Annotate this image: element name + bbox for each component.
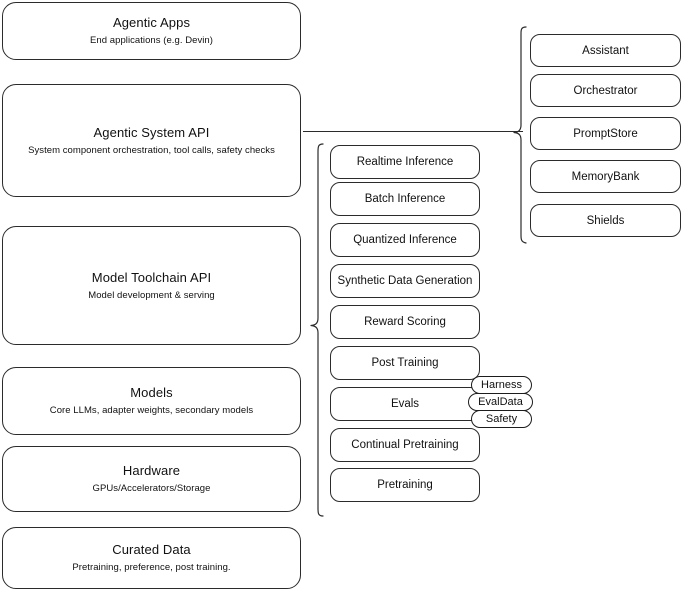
eval-badge-harness[interactable]: Harness bbox=[471, 376, 532, 394]
capability-box-post-training[interactable]: Post Training bbox=[330, 346, 480, 380]
capability-box-continual-pretraining[interactable]: Continual Pretraining bbox=[330, 428, 480, 462]
capability-label: Continual Pretraining bbox=[351, 439, 459, 451]
layer-box-hardware[interactable]: Hardware GPUs/Accelerators/Storage bbox=[2, 446, 301, 512]
layer-title: Model Toolchain API bbox=[91, 269, 212, 285]
component-label: PromptStore bbox=[573, 127, 638, 140]
layer-title: Curated Data bbox=[112, 542, 191, 557]
component-box-shields[interactable]: Shields bbox=[530, 204, 681, 237]
capability-box-synthetic-data-generation[interactable]: Synthetic Data Generation bbox=[330, 264, 480, 298]
capability-label: Pretraining bbox=[377, 479, 433, 491]
capability-label: Post Training bbox=[371, 357, 439, 369]
brace-agentic-system-components bbox=[513, 26, 527, 244]
capability-label: Synthetic Data Generation bbox=[337, 275, 473, 287]
component-label: MemoryBank bbox=[571, 170, 640, 183]
component-box-orchestrator[interactable]: Orchestrator bbox=[530, 74, 681, 107]
capability-label: Reward Scoring bbox=[364, 316, 446, 328]
brace-model-toolchain-capabilities bbox=[310, 143, 324, 517]
connector-agentic-system-api bbox=[303, 131, 523, 132]
eval-badge-evaldata[interactable]: EvalData bbox=[468, 393, 533, 411]
eval-badge-safety[interactable]: Safety bbox=[471, 410, 532, 428]
capability-label: Quantized Inference bbox=[353, 234, 457, 246]
layer-subtitle: Core LLMs, adapter weights, secondary mo… bbox=[49, 405, 254, 416]
capability-box-pretraining[interactable]: Pretraining bbox=[330, 468, 480, 502]
layer-box-agentic-apps[interactable]: Agentic Apps End applications (e.g. Devi… bbox=[2, 2, 301, 60]
capability-box-quantized-inference[interactable]: Quantized Inference bbox=[330, 223, 480, 257]
component-label: Shields bbox=[586, 214, 625, 227]
component-label: Assistant bbox=[582, 44, 629, 57]
capability-box-batch-inference[interactable]: Batch Inference bbox=[330, 182, 480, 216]
layer-box-curated-data[interactable]: Curated Data Pretraining, preference, po… bbox=[2, 527, 301, 589]
capability-label: Evals bbox=[390, 398, 420, 410]
capability-label: Realtime Inference bbox=[356, 156, 454, 168]
layer-box-models[interactable]: Models Core LLMs, adapter weights, secon… bbox=[2, 367, 301, 435]
layer-title: Agentic System API bbox=[93, 124, 210, 140]
layer-title: Models bbox=[130, 385, 173, 400]
layer-subtitle: GPUs/Accelerators/Storage bbox=[92, 483, 211, 494]
layer-subtitle: Model development & serving bbox=[88, 289, 215, 301]
layer-subtitle: System component orchestration, tool cal… bbox=[28, 144, 275, 156]
layer-subtitle: Pretraining, preference, post training. bbox=[72, 562, 231, 573]
capability-box-evals[interactable]: Evals bbox=[330, 387, 480, 421]
capability-box-reward-scoring[interactable]: Reward Scoring bbox=[330, 305, 480, 339]
eval-badge-label: EvalData bbox=[478, 395, 523, 408]
layer-title: Hardware bbox=[122, 463, 181, 478]
component-box-promptstore[interactable]: PromptStore bbox=[530, 117, 681, 150]
component-box-assistant[interactable]: Assistant bbox=[530, 34, 681, 67]
component-label: Orchestrator bbox=[573, 84, 638, 97]
eval-badge-label: Safety bbox=[485, 412, 518, 425]
eval-badge-label: Harness bbox=[481, 378, 522, 391]
layer-title: Agentic Apps bbox=[112, 15, 191, 30]
capability-label: Batch Inference bbox=[364, 193, 446, 205]
capability-box-realtime-inference[interactable]: Realtime Inference bbox=[330, 145, 480, 179]
layer-subtitle: End applications (e.g. Devin) bbox=[90, 35, 213, 46]
layer-box-agentic-system-api[interactable]: Agentic System API System component orch… bbox=[2, 84, 301, 197]
layer-box-model-toolchain-api[interactable]: Model Toolchain API Model development & … bbox=[2, 226, 301, 345]
component-box-memorybank[interactable]: MemoryBank bbox=[530, 160, 681, 193]
